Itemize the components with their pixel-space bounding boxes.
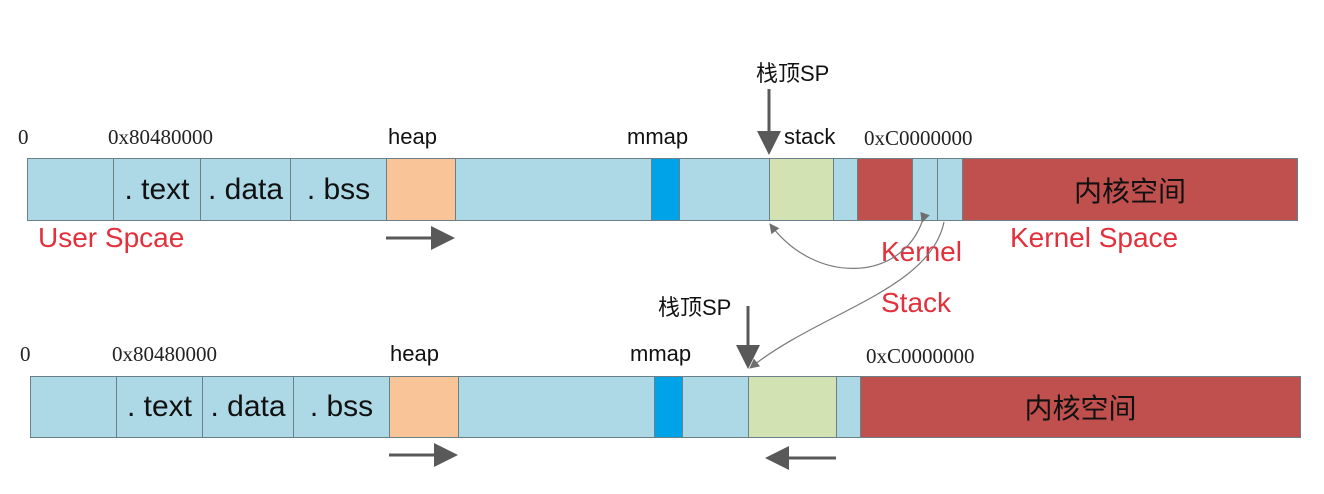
top-segment-mmap — [651, 158, 680, 221]
kernel-stack-to-user-stack-curve — [769, 211, 930, 269]
bottom-segment-kernel-space: 内核空间 — [860, 376, 1301, 438]
top-addr-zero: 0 — [18, 125, 29, 149]
top-segment-gap-mmap-stack — [679, 158, 770, 221]
bottom-segment-heap — [389, 376, 459, 438]
top-addr-text-start: 0x80480000 — [108, 125, 213, 149]
kernel-stack-label-line1: Kernel — [881, 236, 962, 267]
bottom-segment-gap-mmap-stack — [682, 376, 749, 438]
bottom-addr-zero: 0 — [20, 342, 31, 366]
kernel-space-label: Kernel Space — [1010, 222, 1179, 253]
top-segment-heap — [386, 158, 456, 221]
top-addr-kernel-start: 0xC0000000 — [864, 126, 973, 150]
bottom-segment-stack — [748, 376, 837, 438]
top-segment-kernel-stack-b — [937, 158, 963, 221]
top-stack-label: stack — [784, 124, 836, 149]
bottom-segment-gap-stack-kernel — [836, 376, 861, 438]
bottom-segment-data: . data — [202, 376, 294, 438]
top-segment-kernel-label: 内核空间 — [1073, 174, 1186, 208]
top-segment-bss: . bss — [290, 158, 387, 221]
top-segment-text: . text — [113, 158, 201, 221]
top-segment-gap-heap-mmap — [455, 158, 652, 221]
bottom-segment-bss-label: . bss — [309, 390, 374, 423]
top-heap-label: heap — [388, 124, 437, 149]
top-segment-text-label: . text — [124, 172, 190, 206]
top-segment-kernel-space: 内核空间 — [962, 158, 1298, 221]
bottom-stack-pointer-label: 栈顶SP — [658, 295, 732, 320]
kernel-stack-label-line2: Stack — [881, 287, 952, 318]
bottom-segment-kernel-label: 内核空间 — [1024, 392, 1137, 425]
bottom-segment-text-label: . text — [126, 390, 193, 423]
bottom-segment-reserved — [30, 376, 117, 438]
bottom-addr-kernel-start: 0xC0000000 — [866, 344, 975, 368]
user-space-label: User Spcae — [38, 222, 185, 253]
top-segment-kernel-low — [857, 158, 913, 221]
kernel-stack-to-bottom-stack-curve — [749, 221, 945, 369]
bottom-segment-text: . text — [116, 376, 203, 438]
top-segment-kernel-stack-a — [912, 158, 938, 221]
top-segment-data-label: . data — [207, 172, 284, 206]
top-segment-data: . data — [200, 158, 291, 221]
bottom-segment-data-label: . data — [210, 390, 286, 423]
bottom-mmap-label: mmap — [630, 341, 692, 366]
top-segment-bss-label: . bss — [306, 172, 371, 206]
top-stack-pointer-label: 栈顶SP — [756, 61, 830, 86]
top-segment-gap-stack-kernel — [833, 158, 858, 221]
bottom-heap-label: heap — [390, 341, 439, 366]
bottom-addr-text-start: 0x80480000 — [112, 342, 217, 366]
top-mmap-label: mmap — [627, 124, 689, 149]
bottom-segment-bss: . bss — [293, 376, 390, 438]
